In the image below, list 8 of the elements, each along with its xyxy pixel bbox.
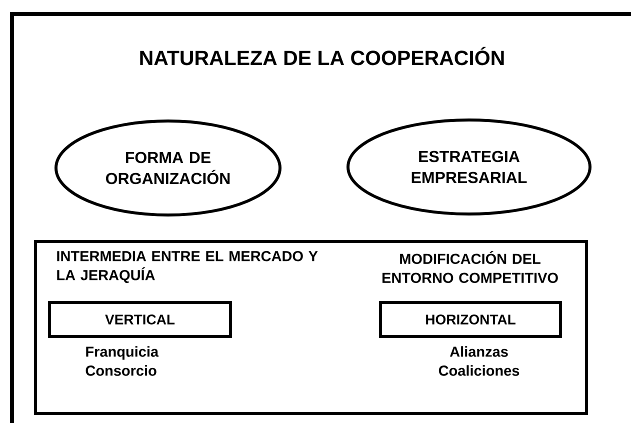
category-box: HORIZONTAL xyxy=(379,301,562,338)
title: NATURALEZA DE LA COOPERACIÓN xyxy=(140,46,504,66)
node-label: INTERMEDIA ENTRE EL MERCADO Y LA JERAQUÍA xyxy=(57,251,318,283)
node-label: MODIFICACIÓN DEL ENTORNO COMPETITIVO xyxy=(382,251,558,283)
category-box: VERTICAL xyxy=(48,301,232,338)
node-label: Franquicia Consorcio xyxy=(86,346,159,376)
node-label: Alianzas Coaliciones xyxy=(438,346,520,376)
group-box xyxy=(34,240,588,415)
